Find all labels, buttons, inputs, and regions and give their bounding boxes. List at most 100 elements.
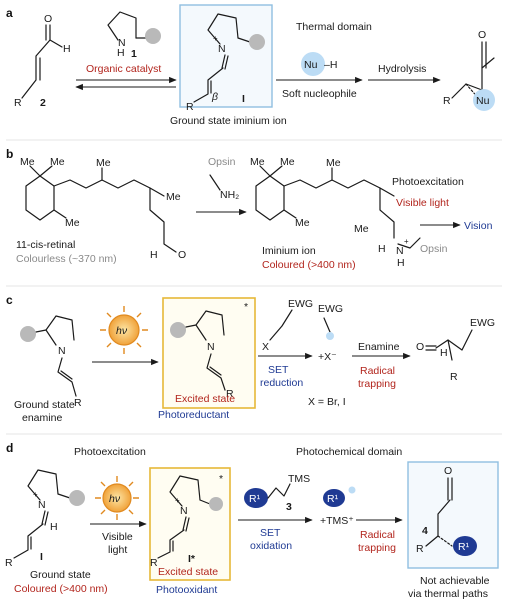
substrate-enal: O H R 2 bbox=[14, 13, 71, 109]
iminium-me1: Me bbox=[250, 156, 265, 168]
catalyst-nh: N bbox=[118, 37, 126, 49]
set-oxidation-2: oxidation bbox=[250, 540, 292, 552]
beta-label: β bbox=[211, 91, 218, 103]
enamine-structure: N R bbox=[20, 315, 82, 409]
not-achievable-2: via thermal paths bbox=[408, 588, 488, 600]
thermal-domain-label: Thermal domain bbox=[296, 21, 372, 33]
r1-tms-reagent: R¹ TMS 3 bbox=[244, 473, 310, 513]
ground-state-label-d: Ground state bbox=[30, 569, 91, 581]
iminium-me3: Me bbox=[326, 157, 341, 169]
set-reduction-label-1: SET bbox=[268, 364, 289, 376]
ewg-reagent: EWG X bbox=[262, 298, 313, 353]
excited-state-label-c: Excited state bbox=[175, 393, 235, 405]
nucleophile-label: Nu bbox=[304, 59, 318, 71]
retinal-me1: Me bbox=[20, 156, 35, 168]
retinal-structure: Me Me Me Me Me H O bbox=[20, 156, 186, 261]
panel-b: b Me Me Me Me Me H O 11-cis-retinal Colo… bbox=[6, 147, 493, 271]
photooxidant-label: Photooxidant bbox=[156, 584, 217, 596]
iminium-caption: Ground state iminium ion bbox=[170, 115, 287, 127]
product-nu-circle bbox=[473, 89, 495, 111]
sun-icon: hν bbox=[100, 306, 148, 354]
r1-radical-label: R¹ bbox=[327, 493, 339, 505]
product-4-box bbox=[407, 461, 499, 569]
product-4-r: R bbox=[416, 543, 424, 555]
panel-c: c N R Ground state enamine hν N bbox=[6, 293, 495, 424]
catalyst-h: H bbox=[117, 47, 125, 59]
photoexcitation-b: Photoexcitation bbox=[392, 176, 464, 188]
product-c-h: H bbox=[440, 347, 448, 359]
iminium-number: I bbox=[242, 93, 245, 105]
excited-enamine-structure: N R * bbox=[170, 301, 248, 400]
svg-text:+: + bbox=[33, 490, 38, 499]
iminium-ion-structure: Me Me Me Me Me H N + H Opsin bbox=[250, 156, 448, 269]
retinal-me3: Me bbox=[96, 157, 111, 169]
enamine-label: Ground state bbox=[14, 399, 75, 411]
ewg-label-2: EWG bbox=[318, 303, 343, 315]
excited-iminium-r: R bbox=[150, 557, 158, 569]
svg-text:+: + bbox=[175, 496, 180, 505]
excited-iminium-substituent bbox=[209, 497, 223, 511]
product-c-ewg: EWG bbox=[470, 317, 495, 329]
hv-label-c: hν bbox=[116, 325, 128, 337]
panel-d-label: d bbox=[6, 441, 13, 455]
enamine-n: N bbox=[58, 345, 66, 357]
product-c-o: O bbox=[416, 341, 424, 353]
coloured-label-d: Coloured (>400 nm) bbox=[14, 583, 108, 595]
radical-trapping-c-1: Radical bbox=[360, 365, 395, 377]
retinal-h: H bbox=[150, 249, 158, 261]
r1-radical: R¹ +TMS⁺ bbox=[320, 486, 356, 527]
ground-iminium-substituent bbox=[69, 490, 85, 506]
iminium-ion-nh: H bbox=[397, 257, 405, 269]
excited-substituent-c bbox=[170, 322, 186, 338]
ground-iminium-n: N bbox=[38, 499, 46, 511]
nh2-label: NH₂ bbox=[220, 189, 239, 201]
retinal-colour: Colourless (~370 nm) bbox=[16, 253, 117, 265]
product-c-r: R bbox=[450, 371, 458, 383]
svg-text:*: * bbox=[244, 301, 248, 313]
iminium-ion-label: Iminium ion bbox=[262, 245, 316, 257]
hydrolysis-label: Hydrolysis bbox=[378, 63, 426, 75]
excited-iminium-n: N bbox=[180, 505, 188, 517]
iminium-ion-h: H bbox=[378, 243, 386, 255]
excited-state-box-c bbox=[162, 297, 256, 409]
excited-state-box-d bbox=[149, 467, 231, 581]
photoexcitation-d: Photoexcitation bbox=[74, 446, 146, 458]
radical-dot-c bbox=[326, 332, 334, 340]
retinal-o: O bbox=[178, 249, 186, 261]
catalyst-substituent bbox=[145, 28, 161, 44]
iminium-r: R bbox=[186, 101, 194, 113]
excited-n-c: N bbox=[207, 341, 215, 353]
reagent-number: 3 bbox=[286, 501, 292, 513]
product-nu: Nu bbox=[476, 95, 490, 107]
ewg-radical: EWG +X⁻ bbox=[318, 303, 343, 363]
retinal-me5: Me bbox=[166, 191, 181, 203]
x-label: X bbox=[262, 341, 269, 353]
svg-text:+: + bbox=[404, 237, 409, 246]
iminium-structure: N + R β I bbox=[186, 13, 265, 113]
visible-light-d-1: Visible bbox=[102, 531, 133, 543]
tms-label: TMS bbox=[288, 473, 310, 485]
panel-a: a O H R 2 N H 1 Organic catalyst bbox=[6, 4, 495, 127]
panel-c-label: c bbox=[6, 293, 13, 307]
iminium-me2: Me bbox=[280, 156, 295, 168]
photochemical-domain-label: Photochemical domain bbox=[296, 446, 402, 458]
excited-r-c: R bbox=[226, 388, 234, 400]
retinal-name: 11-cis-retinal bbox=[16, 239, 75, 251]
panel-b-label: b bbox=[6, 147, 13, 161]
set-oxidation-1: SET bbox=[260, 527, 281, 539]
product-r: R bbox=[443, 95, 451, 107]
excited-iminium-d: N + R I* * bbox=[150, 473, 223, 569]
radical-trapping-d-2: trapping bbox=[358, 542, 396, 554]
svg-text:+: + bbox=[213, 34, 218, 43]
iminium-box bbox=[179, 4, 273, 108]
tms-plus-label: +TMS⁺ bbox=[320, 515, 354, 527]
product-4-number: 4 bbox=[422, 525, 428, 537]
excited-state-label-d: Excited state bbox=[158, 566, 218, 578]
opsin2-label: Opsin bbox=[420, 243, 448, 255]
ewg-label-1: EWG bbox=[288, 298, 313, 310]
photoreductant-label: Photoreductant bbox=[158, 409, 229, 421]
organic-catalyst-label: Organic catalyst bbox=[86, 63, 161, 75]
retinal-me4: Me bbox=[65, 217, 80, 229]
x-eq-label: X = Br, I bbox=[308, 396, 346, 408]
sun-icon-d: hν bbox=[95, 476, 139, 520]
